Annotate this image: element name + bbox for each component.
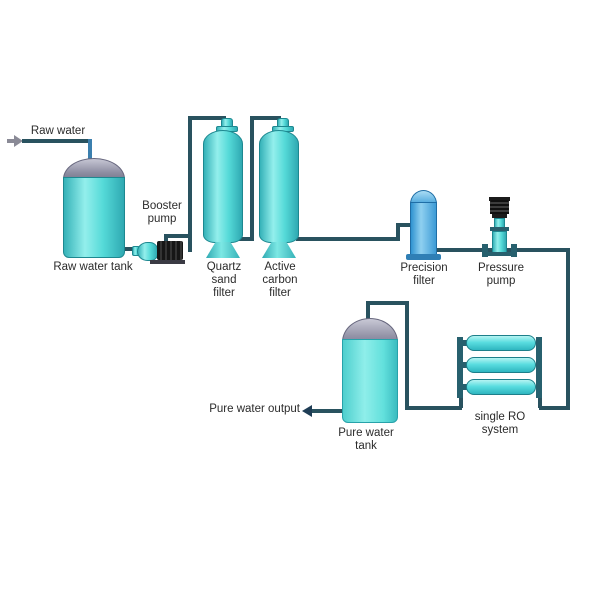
pressure-pump-ring — [490, 227, 509, 231]
pipe-step-h — [396, 223, 412, 227]
raw-water-tank — [63, 177, 125, 258]
raw-water-tank-dome — [63, 158, 125, 179]
inlet-arrow-icon — [14, 135, 23, 147]
booster-pump-volute — [137, 242, 158, 261]
pressure-pump-flange-left — [482, 244, 488, 257]
pipe-manifold-leg-right — [538, 396, 542, 408]
pipe-pump-outlet-h — [164, 234, 191, 238]
pressure-pump-base — [488, 252, 511, 256]
quartz-filter-skirt — [206, 242, 240, 258]
pipe-carbon-outlet — [296, 237, 400, 241]
ro-stub-2 — [462, 362, 468, 368]
pipe-top-2 — [250, 116, 281, 120]
label-pure-water-output: Pure water output — [209, 403, 300, 415]
pipe-loop-bottom-right — [539, 406, 570, 410]
booster-pump-base — [150, 260, 185, 264]
pipe-tank-to-pump — [122, 247, 140, 251]
pipe-pump-outlet-v — [164, 234, 168, 246]
precision-filter-base — [406, 254, 441, 260]
pipe-manifold-leg-left — [459, 396, 463, 408]
label-quartz-filter: Quartz sand filter — [206, 261, 242, 299]
carbon-filter-vessel — [259, 130, 299, 243]
label-active-filter: Active carbon filter — [262, 261, 298, 299]
pipe-riser-3 — [405, 301, 409, 410]
ro-stub-1 — [462, 340, 468, 346]
pipe-loop-right-v — [566, 248, 570, 410]
ro-manifold-right — [536, 337, 542, 398]
label-raw-water: Raw water — [30, 125, 86, 137]
label-booster-pump: Booster pump — [142, 200, 182, 225]
ro-membrane-3 — [466, 379, 536, 395]
quartz-filter-vessel — [203, 130, 243, 243]
pipe-inlet-stub — [7, 139, 17, 143]
pipe-drop-pure-tank — [366, 301, 370, 323]
pipe-bottom-left — [408, 406, 462, 410]
pipe-top-3 — [366, 301, 409, 305]
label-single-ro: single RO system — [474, 411, 526, 436]
ro-manifold-left — [457, 337, 463, 398]
output-arrow-icon — [302, 405, 312, 417]
pressure-pump-flange-right — [511, 244, 517, 257]
pressure-pump-coupling — [492, 214, 507, 218]
pipe-riser-1 — [188, 116, 192, 252]
pipe-pure-output — [312, 409, 342, 413]
label-pure-water-tank: Pure water tank — [338, 427, 394, 452]
precision-filter-body — [410, 202, 437, 256]
pipe-top-1 — [188, 116, 226, 120]
pressure-pump-motor-cap — [489, 197, 510, 201]
label-pressure-pump: Pressure pump — [477, 262, 525, 287]
pressure-pump-motor — [490, 200, 509, 214]
label-precision-filter: Precision filter — [400, 262, 448, 287]
label-raw-water-tank: Raw water tank — [53, 261, 133, 273]
ro-membrane-1 — [466, 335, 536, 351]
pipe-riser-2 — [250, 116, 254, 241]
pipe-step-v — [396, 223, 400, 241]
pure-water-tank — [342, 339, 398, 423]
pipe-raw-inlet-v — [88, 139, 92, 164]
booster-pump-motor — [157, 241, 183, 260]
ro-stub-3 — [462, 384, 468, 390]
pipe-raw-inlet-h — [22, 139, 90, 143]
pipe-quartz-outlet — [239, 237, 253, 241]
ro-membrane-2 — [466, 357, 536, 373]
pressure-pump-body — [492, 231, 507, 253]
carbon-filter-skirt — [262, 242, 296, 258]
